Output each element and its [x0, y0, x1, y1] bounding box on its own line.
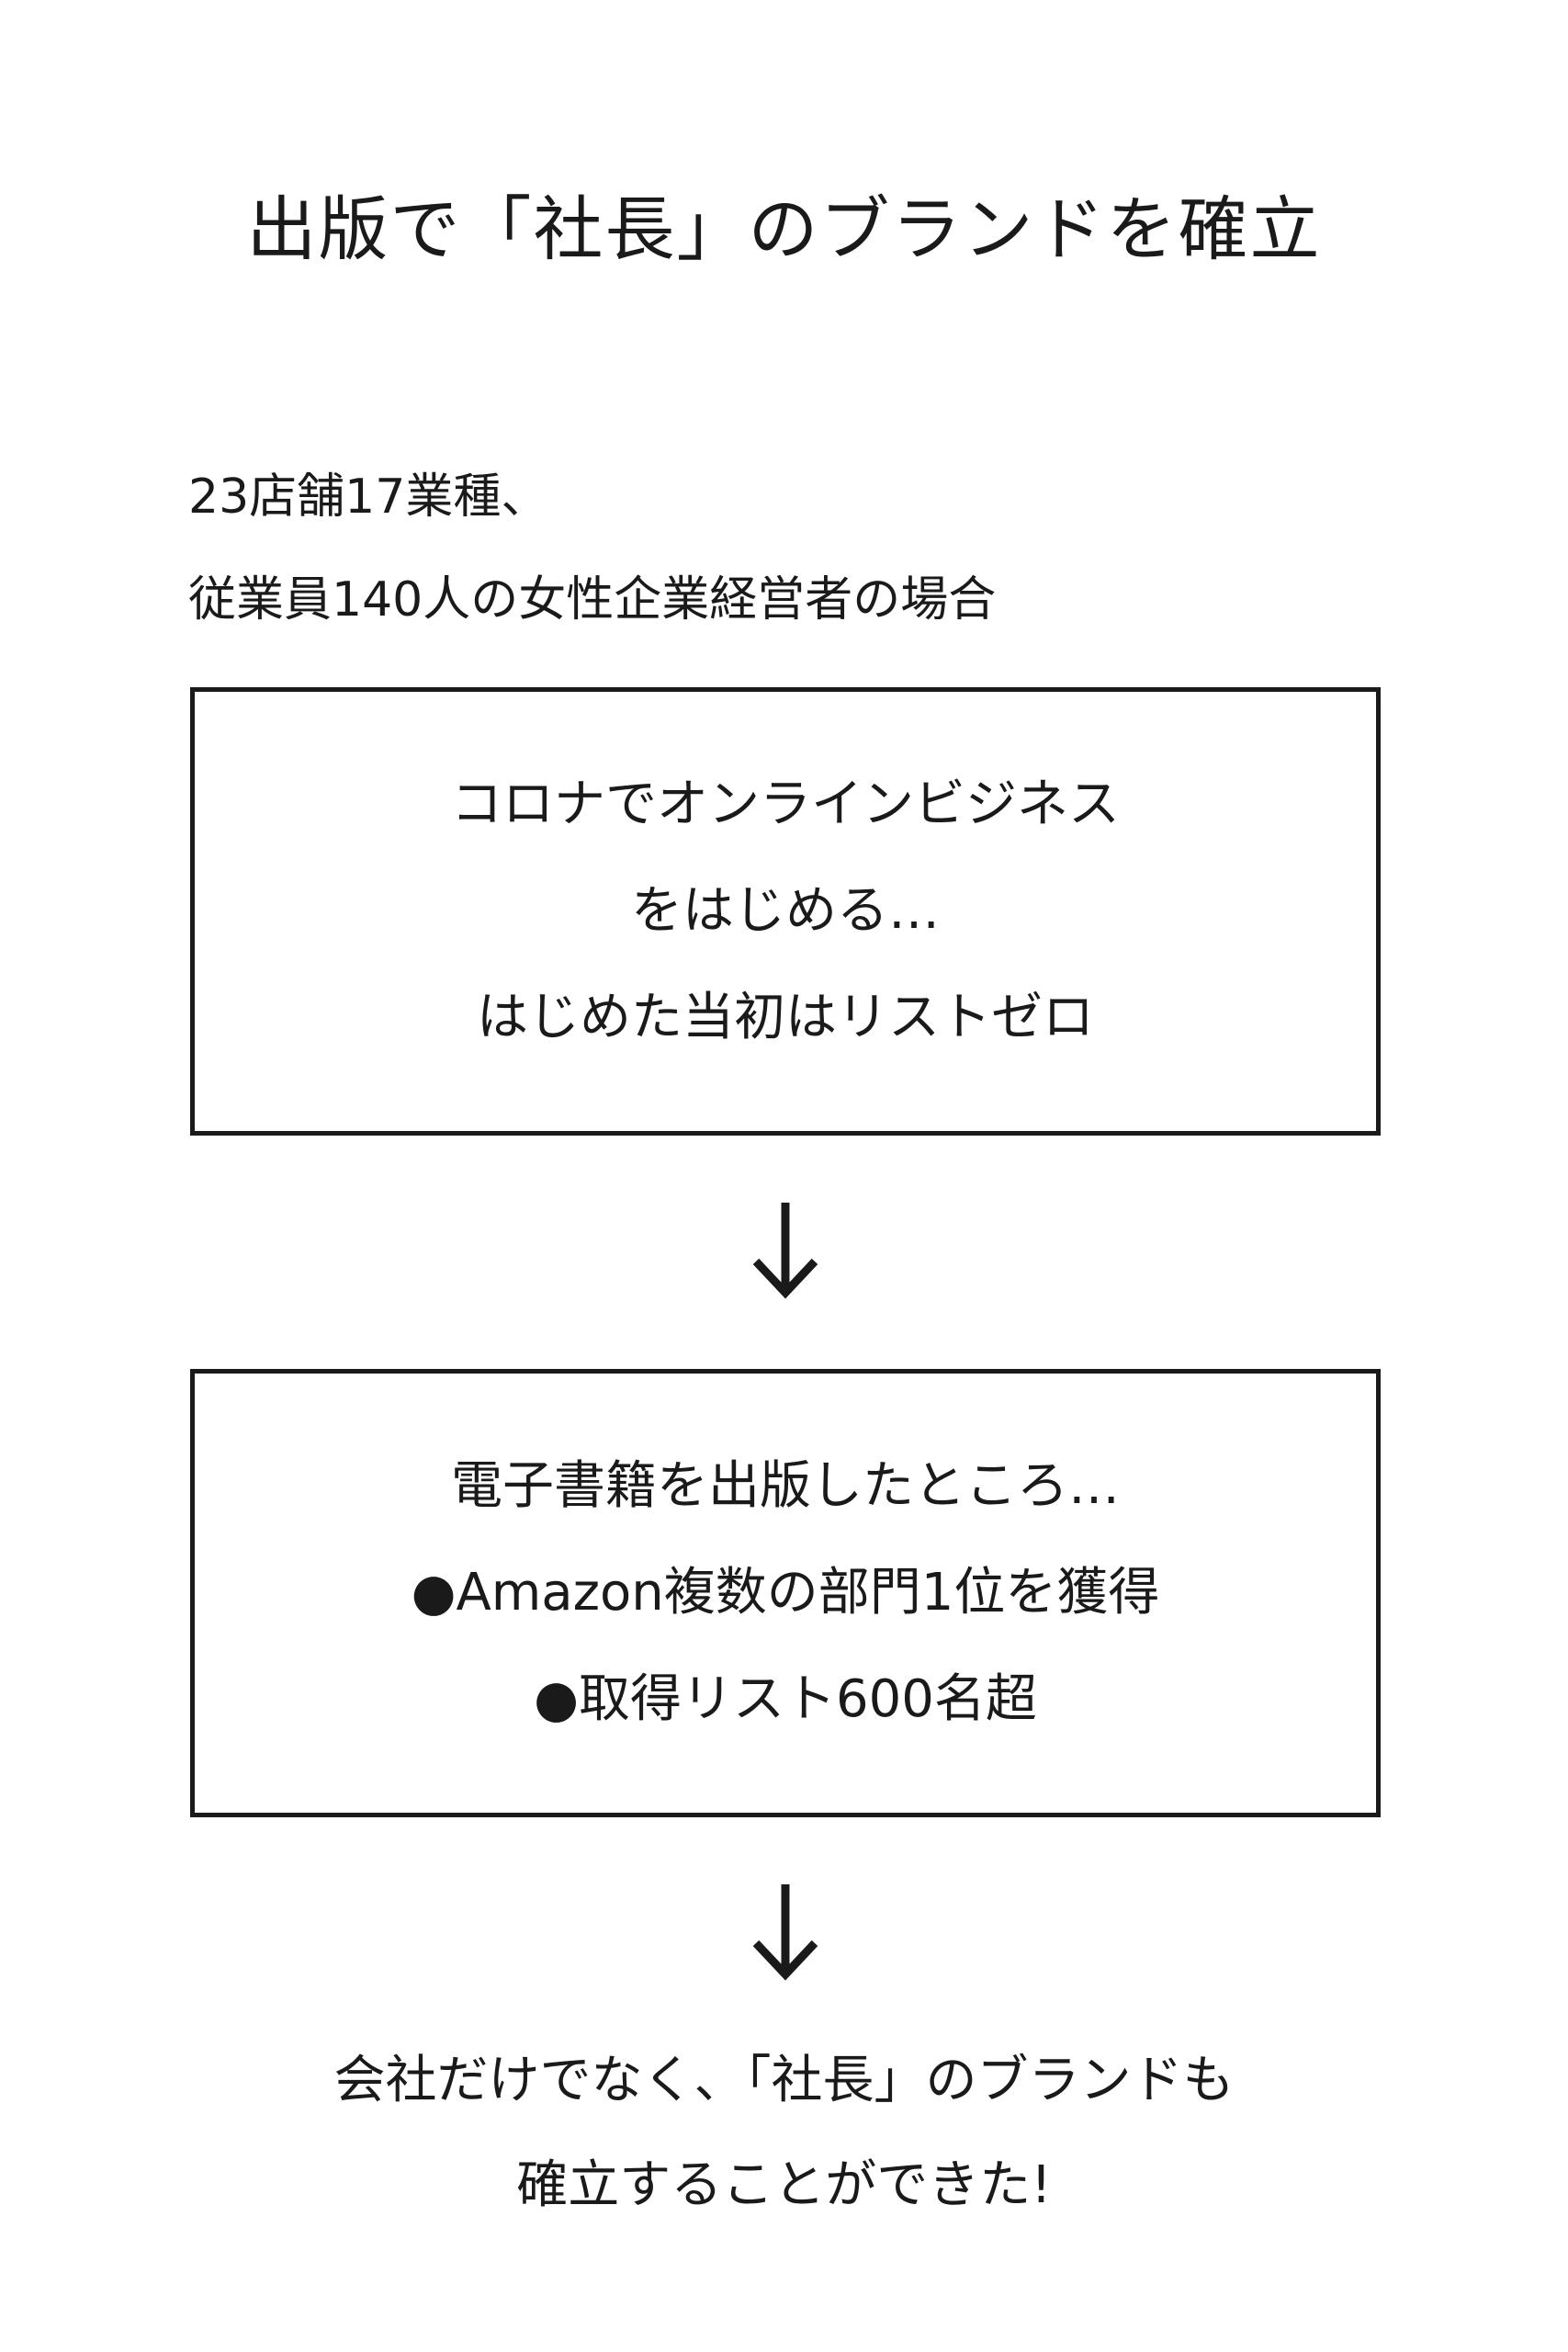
- intro-line-1: 23店舗17業種、: [188, 469, 549, 525]
- arrow-down-icon: [752, 1884, 818, 1981]
- page-title: 出版で「社長」のブランドを確立: [246, 188, 1322, 270]
- arrow-down-icon: [752, 1203, 818, 1299]
- flow-step-2-box: 電子書籍を出版したところ… ●Amazon複数の部門1位を獲得 ●取得リスト60…: [190, 1369, 1381, 1817]
- step-1-line-1: コロナでオンラインビジネス: [451, 775, 1120, 834]
- conclusion-line-1: 会社だけでなく、「社長」のブランドも: [333, 2051, 1235, 2110]
- conclusion-line-2: 確立することができた!: [516, 2155, 1052, 2215]
- flow-step-1-box: コロナでオンラインビジネス をはじめる… はじめた当初はリストゼロ: [190, 687, 1381, 1136]
- step-2-line-3: ●取得リスト600名超: [534, 1669, 1037, 1729]
- case-intro: 23店舗17業種、 従業員140人の女性企業経営者の場合: [188, 446, 996, 651]
- step-1-line-3: はじめた当初はリストゼロ: [477, 988, 1094, 1047]
- conclusion-text: 会社だけでなく、「社長」のブランドも 確立することができた!: [0, 2029, 1568, 2238]
- step-2-line-1: 電子書籍を出版したところ…: [451, 1456, 1120, 1516]
- step-1-line-2: をはじめる…: [631, 881, 940, 941]
- intro-line-2: 従業員140人の女性企業経営者の場合: [188, 572, 997, 628]
- step-2-line-2: ●Amazon複数の部門1位を獲得: [411, 1563, 1160, 1623]
